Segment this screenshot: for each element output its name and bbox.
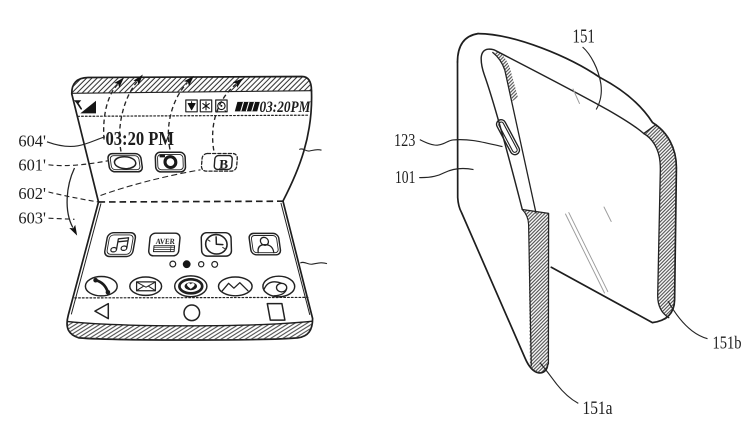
- svg-text:601': 601': [18, 156, 46, 175]
- svg-text:602': 602': [18, 184, 46, 203]
- svg-text:B: B: [219, 156, 230, 171]
- svg-text:AVER: AVER: [155, 237, 175, 246]
- svg-text:123: 123: [394, 130, 415, 150]
- svg-text:03:20PM: 03:20PM: [260, 99, 312, 116]
- svg-text:603': 603': [18, 209, 46, 228]
- svg-text:03:20 PM: 03:20 PM: [106, 129, 175, 150]
- svg-text:101: 101: [395, 167, 415, 187]
- svg-text:604': 604': [18, 131, 46, 150]
- svg-text:151a: 151a: [583, 398, 613, 419]
- svg-text:151: 151: [573, 26, 595, 48]
- svg-text:151b: 151b: [713, 333, 742, 353]
